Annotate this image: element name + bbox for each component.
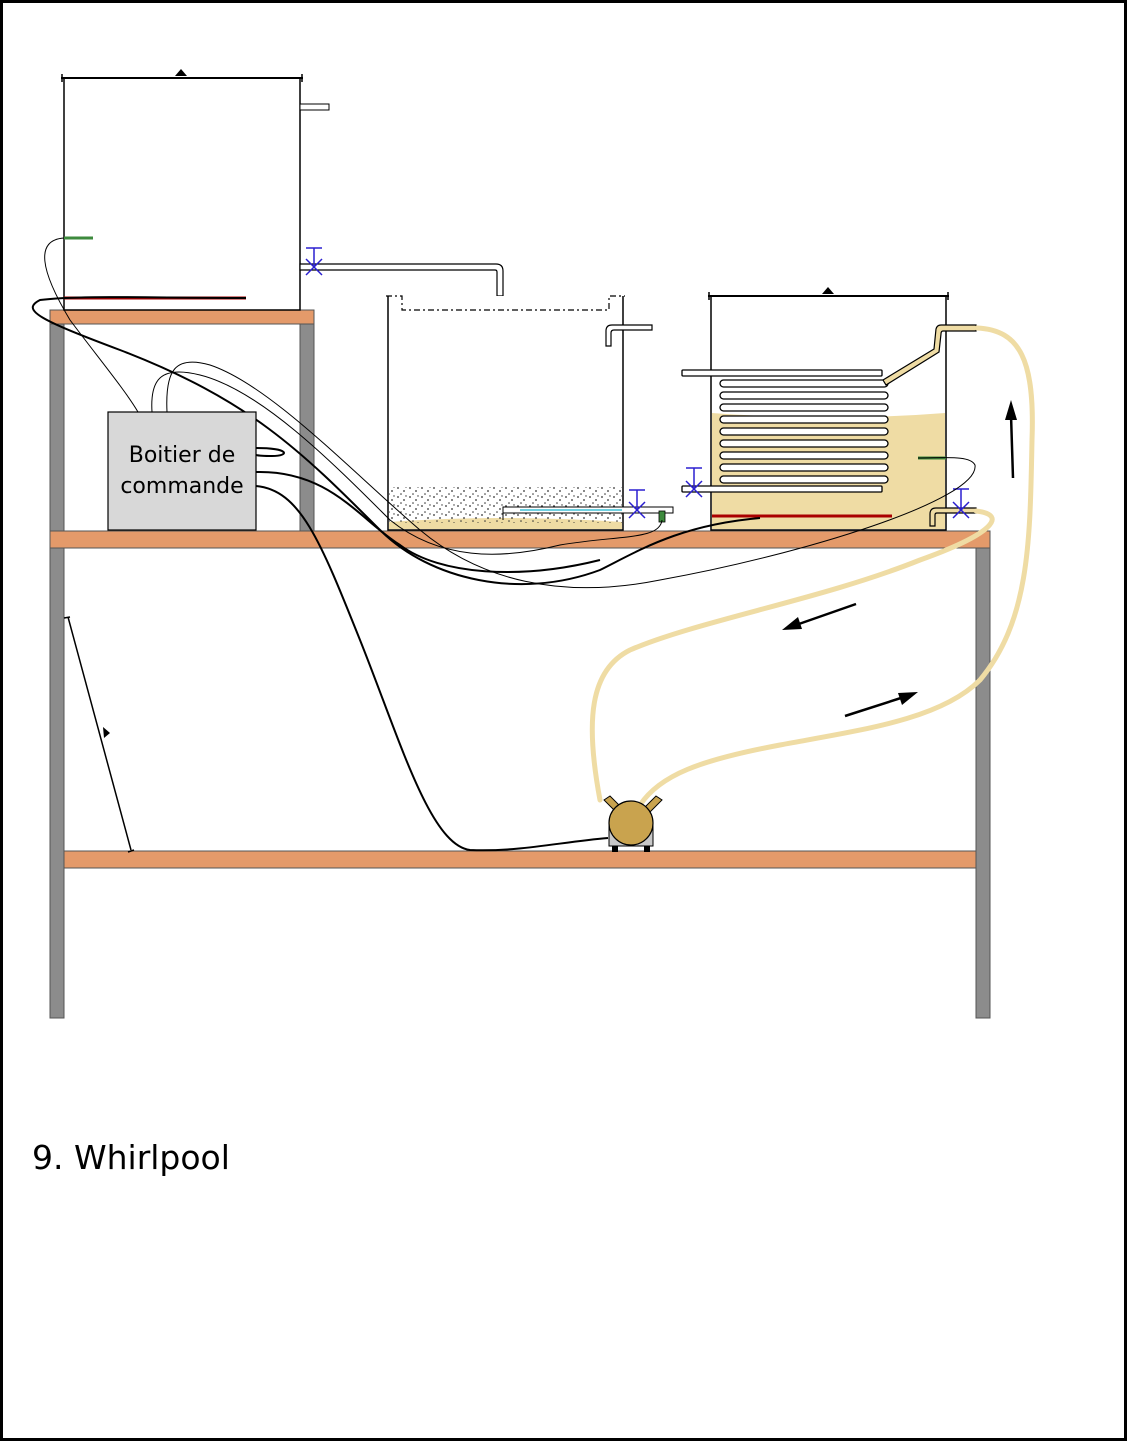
control-box-label-line1: Boitier de (128, 443, 236, 468)
grain-bed (389, 487, 622, 523)
arrow-up-icon (1005, 400, 1017, 479)
immersion-chiller (681, 369, 889, 493)
return-pipe (605, 324, 653, 347)
arrow-right-icon (844, 692, 918, 718)
control-box-label: Boitier de commande (108, 440, 256, 502)
flow-arrows (782, 400, 1017, 718)
cables (31, 237, 976, 852)
middle-shelf (49, 530, 991, 549)
arrow-left-icon (782, 602, 857, 630)
arrow-icon (103, 727, 110, 738)
lid-knob-icon (175, 69, 187, 76)
whirlpool-inlet (882, 324, 977, 386)
stand (49, 309, 991, 1019)
control-box (107, 411, 257, 531)
mash-tun (386, 295, 674, 531)
boil-kettle (681, 287, 977, 531)
right-leg (975, 546, 991, 1019)
bottom-shelf (63, 850, 977, 869)
valve-icon (685, 467, 703, 498)
return-hose (637, 325, 1035, 808)
step-caption: 9. Whirlpool (32, 1138, 230, 1177)
mash-paddle (63, 616, 135, 853)
upper-left-leg (49, 321, 65, 533)
left-leg (49, 546, 65, 1019)
top-shelf (49, 309, 315, 325)
upper-right-leg (299, 321, 315, 533)
overflow-outlet (299, 103, 330, 111)
lid-knob-icon (822, 287, 834, 294)
valve-icon (305, 247, 323, 276)
hot-water-tank (61, 69, 504, 311)
valve-icon (628, 489, 646, 519)
pump (603, 795, 663, 852)
transfer-pipe (299, 263, 504, 297)
control-box-label-line2: commande (120, 474, 244, 499)
whirlpool-hoses (589, 325, 1035, 808)
suction-hose (589, 508, 995, 803)
valve-icon (952, 488, 970, 519)
